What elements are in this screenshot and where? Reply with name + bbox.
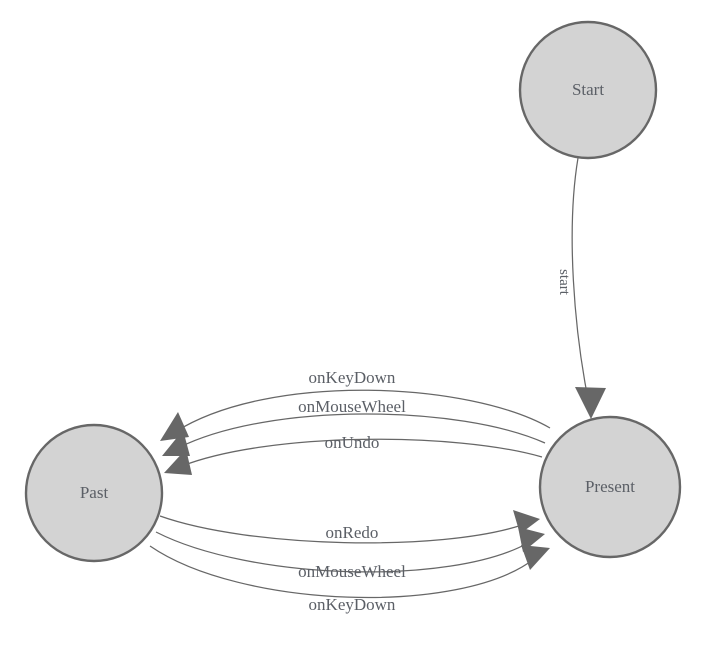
edge-label-onkeydown-lower: onKeyDown bbox=[309, 595, 396, 614]
edge-label-onmousewheel-lower: onMouseWheel bbox=[298, 562, 406, 581]
edge-start-path bbox=[571, 157, 590, 405]
arrowhead-into-past-2 bbox=[162, 430, 190, 456]
edge-start-to-present[interactable] bbox=[571, 157, 606, 419]
edge-past-to-present-onmousewheel-path bbox=[155, 531, 529, 573]
arrowhead-into-present-3 bbox=[521, 545, 550, 570]
edge-present-to-past-onkeydown-path bbox=[174, 389, 551, 433]
arrowhead-into-present-top bbox=[575, 387, 606, 419]
arrowhead-into-past-3 bbox=[164, 449, 192, 475]
edge-past-to-present-onredo-path bbox=[159, 515, 523, 544]
node-past-circle bbox=[24, 423, 164, 563]
node-present-circle bbox=[538, 415, 682, 559]
node-present-label: Present bbox=[585, 477, 635, 496]
node-start-label: Start bbox=[572, 80, 604, 99]
node-start[interactable]: Start bbox=[518, 20, 658, 160]
edge-present-to-past-onundo-path bbox=[181, 438, 543, 467]
edge-label-start: start bbox=[556, 269, 572, 296]
node-past-label: Past bbox=[80, 483, 109, 502]
edge-label-onmousewheel-upper: onMouseWheel bbox=[298, 397, 406, 416]
edge-label-onredo: onRedo bbox=[326, 523, 379, 542]
edge-present-to-past-onmousewheel-path bbox=[177, 413, 546, 449]
edge-present-to-past-onundo[interactable] bbox=[164, 438, 543, 475]
edge-label-onkeydown-upper: onKeyDown bbox=[309, 368, 396, 387]
edge-label-onundo: onUndo bbox=[325, 433, 380, 452]
edge-present-to-past-onmousewheel[interactable] bbox=[162, 413, 546, 456]
node-past[interactable]: Past bbox=[24, 423, 164, 563]
node-present[interactable]: Present bbox=[538, 415, 682, 559]
node-start-circle bbox=[518, 20, 658, 160]
edge-past-to-present-onkeydown-path bbox=[149, 545, 535, 599]
edge-past-to-present-onkeydown[interactable] bbox=[149, 545, 550, 599]
